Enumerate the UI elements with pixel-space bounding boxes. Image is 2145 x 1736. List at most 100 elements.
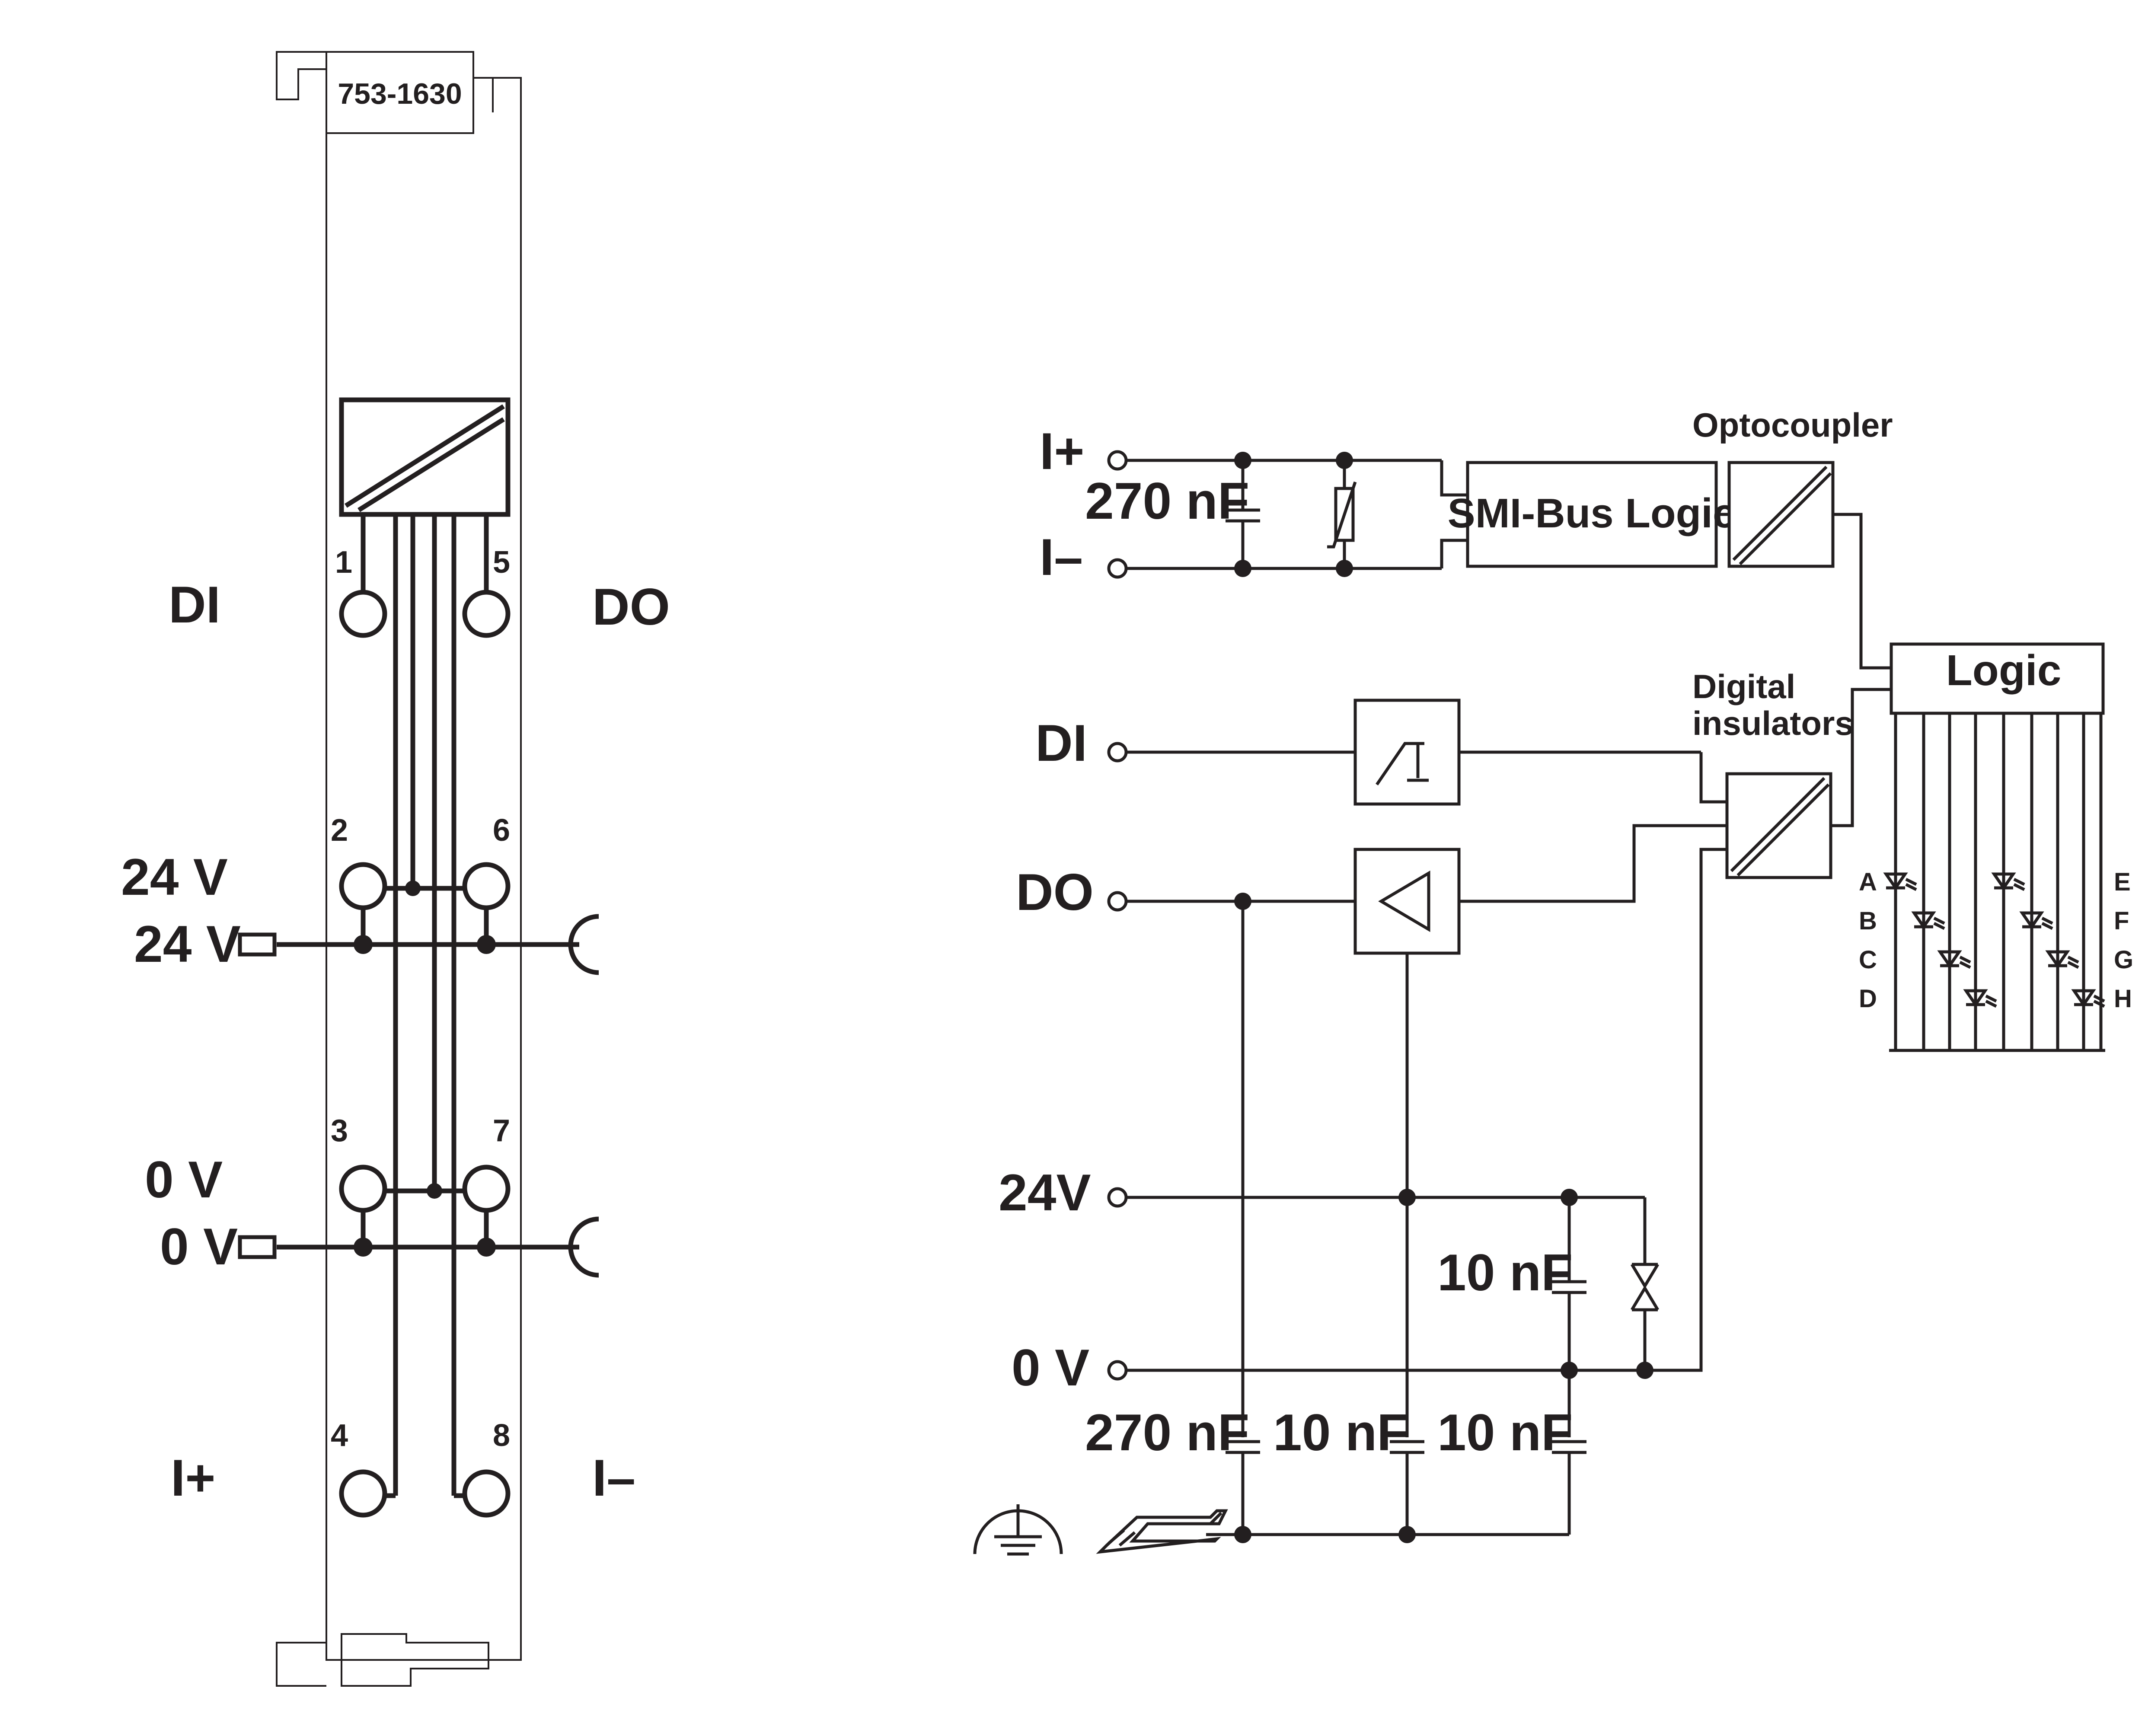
terminal-number-6: 6 xyxy=(493,813,510,848)
led-icon xyxy=(1991,872,2025,891)
v24-input-label: 24V xyxy=(999,1164,1091,1222)
terminal-number-3: 3 xyxy=(331,1114,348,1148)
di-input-label: DI xyxy=(1035,714,1087,772)
led-icon xyxy=(1963,989,1997,1008)
i-plus-input-terminal xyxy=(1107,450,1128,471)
do-output-label: DO xyxy=(1016,863,1094,921)
blade-contact-0v xyxy=(238,1235,277,1259)
optocoupler-label: Optocoupler xyxy=(1692,406,1893,444)
input-cap-node-bottom xyxy=(1234,560,1251,577)
side-label-di: DI xyxy=(169,576,220,634)
supply-cap-value: 10 nF xyxy=(1437,1244,1573,1302)
i-minus-input-terminal xyxy=(1107,558,1128,579)
module-front-view: 753-1630 xyxy=(121,51,670,1687)
terminal-number-5: 5 xyxy=(493,545,510,580)
digital-insulators-block xyxy=(1725,772,1832,879)
led-icon xyxy=(2019,911,2053,930)
top-left-clip xyxy=(276,51,326,100)
di-schmitt-block xyxy=(1353,699,1461,806)
optocoupler-block xyxy=(1727,461,1835,568)
side-label-do: DO xyxy=(592,578,670,636)
terminal-number-7: 7 xyxy=(493,1114,510,1148)
insulator-diag-1 xyxy=(1730,777,1826,872)
insulator-diag-2 xyxy=(1736,783,1830,877)
node-3-7 xyxy=(427,1183,442,1199)
optocoupler-diag-2 xyxy=(1739,472,1832,565)
schmitt-symbol xyxy=(1376,742,1429,785)
ground-icon xyxy=(973,1504,1063,1556)
node-rail-0v-a xyxy=(354,1238,373,1257)
optocoupler-diag-1 xyxy=(1732,466,1828,561)
pe-node-1 xyxy=(1234,1526,1251,1543)
bottom-left-clip xyxy=(276,1642,326,1687)
varistor-slash xyxy=(1327,481,1357,549)
led-label-f: F xyxy=(2114,907,2129,935)
terminal-number-4: 4 xyxy=(331,1418,348,1453)
di-input-terminal xyxy=(1107,742,1128,763)
label-0v-upper: 0 V xyxy=(145,1151,223,1209)
digital-insulators-label-2: insulators xyxy=(1692,704,1854,742)
label-24v-upper: 24 V xyxy=(121,848,228,906)
led-label-b: B xyxy=(1859,907,1877,935)
schematic: I+ I– 270 nF SMI-Bus Logic Optocoupler xyxy=(973,406,2133,1556)
led-icon xyxy=(2045,950,2079,969)
led-icon xyxy=(1937,950,1971,969)
terminal-7 xyxy=(462,1165,511,1213)
led-label-g: G xyxy=(2114,946,2133,974)
blade-contact-24v xyxy=(238,932,277,957)
label-24v-contact: 24 V xyxy=(134,915,241,973)
digital-insulators-label-1: Digital xyxy=(1692,667,1795,705)
converter-diagonal-2 xyxy=(358,417,505,512)
din-rail xyxy=(1096,1509,1228,1554)
label-i-plus: I+ xyxy=(171,1449,215,1507)
spring-contact-24v xyxy=(568,914,599,975)
i-minus-to-smi xyxy=(1440,539,1468,568)
led-icon xyxy=(2071,989,2105,1008)
tvs-lower xyxy=(1630,1285,1660,1312)
i-plus-input-label: I+ xyxy=(1040,422,1084,480)
terminal-number-2: 2 xyxy=(331,813,348,848)
insulator-0v-return xyxy=(1645,848,1727,1372)
led-label-d: D xyxy=(1859,985,1877,1013)
varistor-node-bottom xyxy=(1336,560,1353,577)
optocoupler-to-logic xyxy=(1833,513,1891,670)
supply-cap-node-bottom xyxy=(1561,1362,1578,1379)
led-icon xyxy=(1911,911,1945,930)
di-to-insulator-in xyxy=(1699,752,1727,804)
i-plus-to-smi xyxy=(1440,460,1468,497)
driver-24v-node xyxy=(1398,1189,1416,1206)
part-number-tab xyxy=(326,51,474,134)
v24-input-terminal xyxy=(1107,1187,1128,1208)
tvs-node-bottom xyxy=(1636,1362,1653,1379)
smi-bus-logic-block xyxy=(1466,461,1718,568)
label-i-minus: I– xyxy=(592,1449,635,1507)
pe-cap3-value: 10 nF xyxy=(1437,1404,1573,1462)
input-cap-node-top xyxy=(1234,452,1251,469)
node-rail-24v-a xyxy=(354,935,373,954)
led-icon xyxy=(1883,872,1917,891)
tvs-upper xyxy=(1630,1263,1660,1289)
terminal-3 xyxy=(339,1165,387,1213)
terminal-4 xyxy=(339,1469,387,1518)
logic-label: Logic xyxy=(1946,646,2062,695)
v0-input-label: 0 V xyxy=(1012,1339,1089,1397)
logic-block xyxy=(1890,642,2105,715)
insulator-to-logic xyxy=(1831,688,1891,827)
label-0v-contact: 0 V xyxy=(160,1218,238,1276)
varistor-node-top xyxy=(1336,452,1353,469)
terminal-5 xyxy=(462,590,511,638)
bottom-latch xyxy=(341,1633,489,1687)
top-right-clip-shape xyxy=(472,78,494,133)
node-rail-24v-b xyxy=(477,935,496,954)
din-rail-lines xyxy=(1108,1512,1223,1547)
part-number: 753-1630 xyxy=(338,77,462,110)
terminal-number-8: 8 xyxy=(493,1418,510,1453)
driver-to-insulator xyxy=(1459,824,1727,903)
terminal-1 xyxy=(339,590,387,638)
pe-cap2-value: 10 nF xyxy=(1273,1404,1408,1462)
smi-bus-logic-label: SMI-Bus Logic xyxy=(1448,490,1736,536)
driver-triangle xyxy=(1378,870,1430,932)
pe-cap1-value: 270 nF xyxy=(1085,1404,1249,1462)
input-cap-value: 270 nF xyxy=(1085,472,1249,530)
